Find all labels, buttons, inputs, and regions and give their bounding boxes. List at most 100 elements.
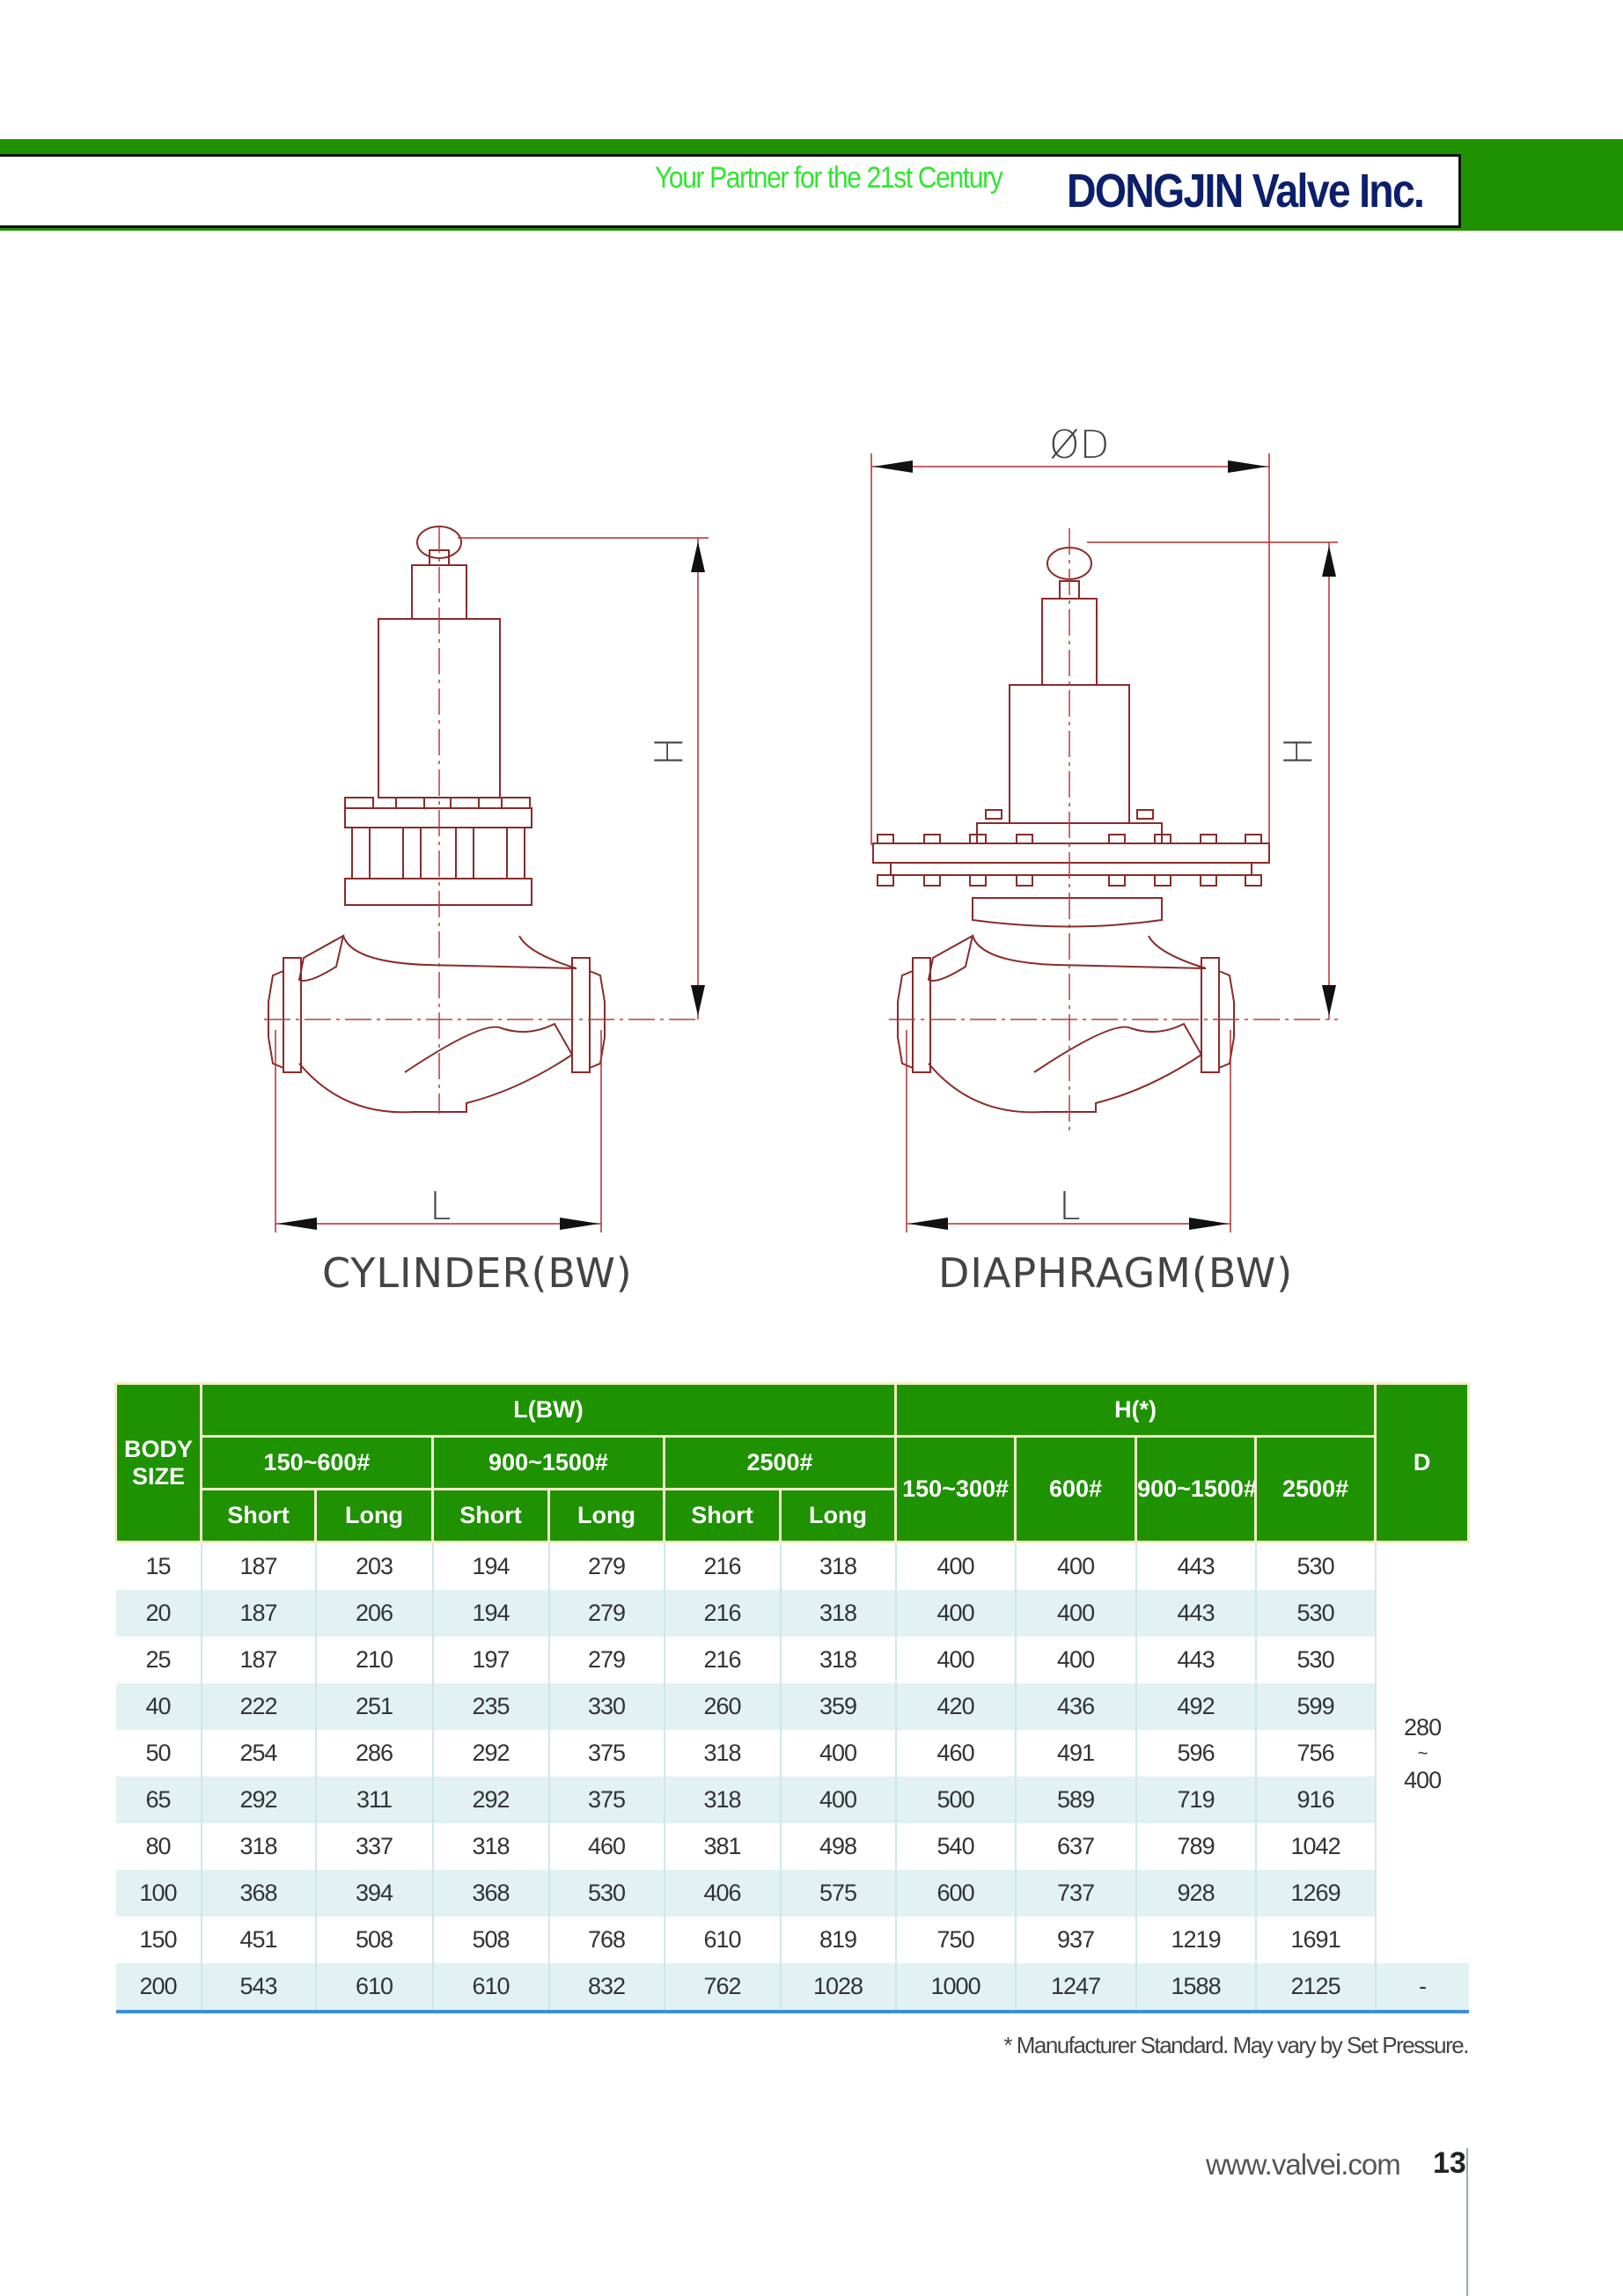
- body-size-cell: 150: [139, 1926, 177, 1953]
- diameter-label: ØD: [1049, 423, 1110, 467]
- header-short: Short: [431, 1488, 550, 1543]
- value-cell: 400: [894, 1590, 1016, 1637]
- value-cell: 381: [663, 1823, 781, 1870]
- value-cell: 292: [431, 1777, 549, 1823]
- value-cell: 491: [1014, 1730, 1136, 1777]
- value-cell: 443: [1135, 1542, 1256, 1590]
- value-cell: 400: [779, 1730, 896, 1777]
- value-cell: 756: [1254, 1730, 1376, 1777]
- value-cell: 460: [894, 1730, 1016, 1777]
- value-cell: 318: [779, 1590, 896, 1637]
- value-cell: 530: [1254, 1637, 1376, 1683]
- value-cell: 1028: [779, 1963, 896, 2013]
- header-h-class: 600#: [1014, 1435, 1138, 1543]
- footnote: * Manufacturer Standard. May vary by Set…: [1003, 2032, 1469, 2058]
- body-size-cell: 25: [145, 1646, 171, 1673]
- value-cell: 530: [547, 1870, 665, 1917]
- header-l-class: 900~1500#: [431, 1435, 665, 1490]
- d-range-from: 280: [1404, 1713, 1442, 1740]
- cylinder-drawing: H L CYLINDER(BW): [264, 526, 709, 1297]
- value-cell: 216: [663, 1590, 781, 1637]
- d-range-sep: ~: [1417, 1743, 1428, 1763]
- value-cell: 500: [894, 1777, 1016, 1823]
- value-cell: 235: [431, 1683, 549, 1730]
- height-label: H: [647, 737, 692, 766]
- value-cell: 762: [663, 1963, 781, 2013]
- value-cell: 194: [431, 1590, 549, 1637]
- value-cell: 337: [314, 1823, 433, 1870]
- value-cell: 600: [894, 1870, 1016, 1917]
- value-cell: 443: [1135, 1590, 1256, 1637]
- page-number: 13: [1433, 2146, 1466, 2180]
- value-cell: 819: [779, 1917, 896, 1963]
- value-cell: 203: [314, 1542, 433, 1590]
- value-cell: 368: [431, 1870, 549, 1917]
- header-h-class: 2500#: [1254, 1435, 1377, 1543]
- header-long: Long: [314, 1488, 434, 1543]
- value-cell: 610: [431, 1963, 549, 2013]
- value-cell: 406: [663, 1870, 781, 1917]
- value-cell: 222: [200, 1683, 316, 1730]
- value-cell: 400: [894, 1637, 1016, 1683]
- value-cell: 279: [547, 1637, 665, 1683]
- value-cell: 789: [1135, 1823, 1256, 1870]
- value-cell: 768: [547, 1917, 665, 1963]
- value-cell: 460: [547, 1823, 665, 1870]
- value-cell: 400: [1014, 1637, 1136, 1683]
- value-cell: 719: [1135, 1777, 1256, 1823]
- value-cell: 530: [1254, 1542, 1376, 1590]
- value-cell: 187: [200, 1542, 316, 1590]
- value-cell: 318: [431, 1823, 549, 1870]
- value-cell: 292: [200, 1777, 316, 1823]
- length-label: L: [1059, 1184, 1081, 1229]
- valve-drawings: H L CYLINDER(BW) ØD: [264, 423, 1338, 1297]
- value-cell: 400: [779, 1777, 896, 1823]
- value-cell: 254: [200, 1730, 316, 1777]
- value-cell: 596: [1135, 1730, 1256, 1777]
- value-cell: 916: [1254, 1777, 1376, 1823]
- value-cell: 1269: [1254, 1870, 1376, 1917]
- header-d: D: [1374, 1382, 1471, 1543]
- value-cell: 610: [663, 1917, 781, 1963]
- value-cell: 498: [779, 1823, 896, 1870]
- header-long: Long: [778, 1488, 898, 1543]
- value-cell: 530: [1254, 1590, 1376, 1637]
- value-cell: 1219: [1135, 1917, 1256, 1963]
- value-cell: 318: [663, 1730, 781, 1777]
- value-cell: 750: [894, 1917, 1016, 1963]
- value-cell: 318: [200, 1823, 316, 1870]
- value-cell: 937: [1014, 1917, 1136, 1963]
- value-cell: 400: [1014, 1590, 1136, 1637]
- body-size-cell: 65: [115, 1777, 202, 1823]
- value-cell: 543: [200, 1963, 316, 2013]
- length-label: L: [430, 1184, 452, 1229]
- body-size-cell: 15: [145, 1553, 171, 1579]
- value-cell: 400: [1014, 1542, 1136, 1590]
- header-l-bw: L(BW): [199, 1382, 898, 1438]
- header-short: Short: [663, 1488, 782, 1543]
- dimension-table: BODY SIZE L(BW) H(*) D 150~600# 900~1500…: [114, 1382, 1471, 2013]
- value-cell: 400: [894, 1542, 1016, 1590]
- header-short: Short: [200, 1488, 317, 1543]
- body-size-cell: 100: [115, 1870, 202, 1917]
- value-cell: 216: [663, 1542, 781, 1590]
- website-link[interactable]: www.valvei.com: [1206, 2148, 1401, 2181]
- body-size-cell: 200: [115, 1963, 202, 2013]
- value-cell: 832: [547, 1963, 665, 2013]
- value-cell: 436: [1014, 1683, 1136, 1730]
- value-cell: 286: [314, 1730, 433, 1777]
- value-cell: 330: [547, 1683, 665, 1730]
- value-cell: 216: [663, 1637, 781, 1683]
- body-size-cell: 80: [145, 1833, 171, 1859]
- value-cell: 187: [200, 1637, 316, 1683]
- value-cell: 187: [200, 1590, 316, 1637]
- value-cell: 375: [547, 1777, 665, 1823]
- value-cell: 206: [314, 1590, 433, 1637]
- value-cell: 492: [1135, 1683, 1256, 1730]
